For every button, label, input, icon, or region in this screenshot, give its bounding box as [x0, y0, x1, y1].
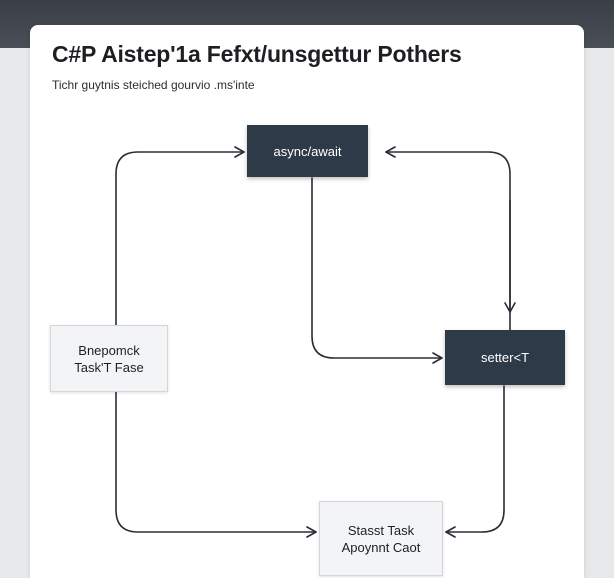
- node-async-await-label: async/await: [273, 143, 342, 159]
- edge-setter-to-stasst: [445, 385, 505, 538]
- node-setter: setter<T: [445, 330, 565, 385]
- node-stasst-line2: Apoynnt Caot: [341, 539, 421, 555]
- node-async-await: async/await: [247, 125, 368, 177]
- edge-bnepomck-to-stasst: [115, 391, 317, 538]
- page-subtitle: Tichr guytnis steiched gourvio .ms'inte: [52, 78, 255, 92]
- diagram-card: [30, 25, 584, 578]
- node-stasst-line1: Stasst Task: [347, 522, 415, 538]
- edge-async-to-setter: [311, 177, 443, 364]
- node-stasst: Stasst Task Apoynnt Caot: [319, 501, 443, 576]
- node-bnepomck: Bnepomck Task'T Fase: [50, 325, 168, 392]
- node-bnepomck-line2: Task'T Fase: [74, 359, 144, 375]
- page-title: C#P Aistep'1a Fefxt/unsgettur Pothers: [52, 41, 462, 67]
- node-bnepomck-line1: Bnepomck: [78, 342, 140, 358]
- node-setter-label: setter<T: [480, 350, 530, 365]
- edge-bnepomck-to-async: [115, 146, 245, 327]
- edge-right-to-async: [385, 146, 511, 331]
